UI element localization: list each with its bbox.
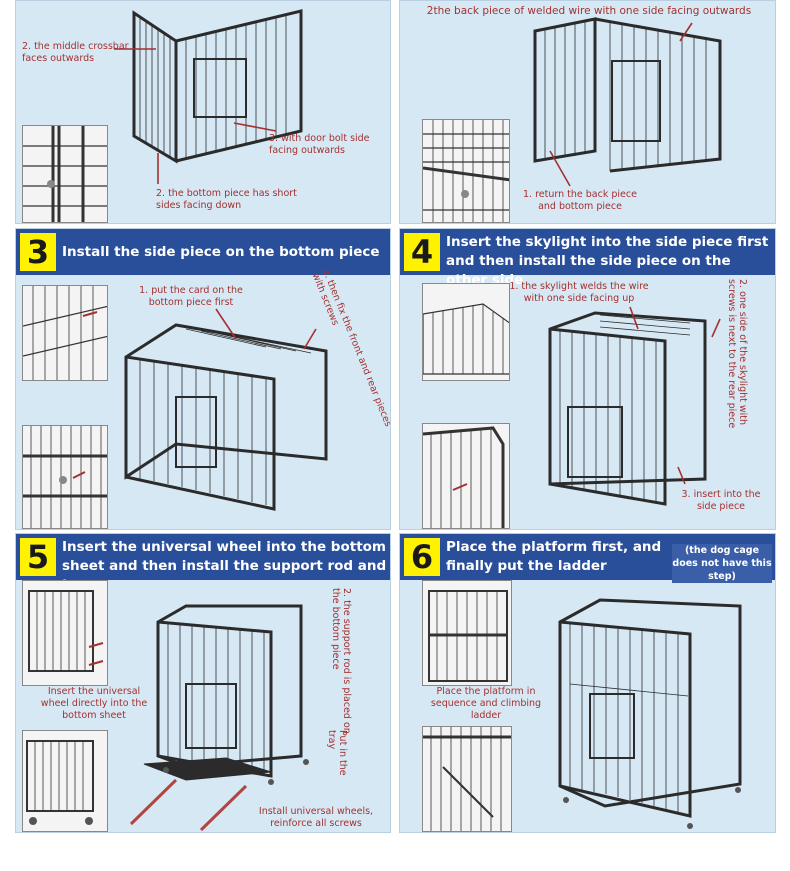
- step-4-number: 4: [404, 233, 440, 271]
- panel-2-heading: 2the back piece of welded wire with one …: [426, 5, 752, 17]
- note-install-wheels: Install universal wheels, reinforce all …: [258, 806, 374, 829]
- platform-ladder-illustration: [558, 598, 742, 829]
- step-4-title: Insert the skylight into the side piece …: [446, 234, 769, 288]
- wheel-tray-illustration: [129, 604, 309, 832]
- note-insert-wheel: Insert the universal wheel directly into…: [40, 686, 148, 721]
- detail-inset-hinge: [422, 119, 510, 223]
- detail-inset-side-insert: [422, 423, 510, 529]
- step-3-banner: [16, 229, 390, 275]
- step-3-title: Install the side piece on the bottom pie…: [62, 244, 380, 260]
- step-6-badge: (the dog cage does not have this step): [672, 544, 772, 583]
- note-bottom-piece: 2. the bottom piece has short sides faci…: [156, 188, 297, 211]
- note-middle-crossbar: 2. the middle crossbar faces outwards: [22, 41, 129, 64]
- step-5-banner: [16, 534, 390, 580]
- step-panel-6: 6 Place the platform first, and finally …: [399, 533, 776, 833]
- detail-inset-ladder: [422, 726, 512, 832]
- step-6-number: 6: [404, 538, 440, 576]
- step-panel-3: 3 Install the side piece on the bottom p…: [15, 228, 391, 530]
- skylight-illustration: [548, 306, 721, 506]
- step-panel-2: 2the back piece of welded wire with one …: [399, 0, 776, 224]
- step-5-title: Insert the universal wheel into the bott…: [62, 539, 387, 593]
- note-platform-ladder: Place the platform in sequence and climb…: [430, 686, 542, 721]
- note-insert-side: 3. insert into the side piece: [681, 489, 761, 512]
- note-skylight-screws: 2. one side of the skylight with screws …: [726, 279, 748, 429]
- detail-inset-wheel-bottom: [22, 730, 108, 832]
- note-put-tray: Put in the tray: [326, 730, 348, 776]
- detail-inset-wheel-top: [22, 580, 108, 686]
- detail-inset-crossbar: [22, 125, 108, 223]
- note-door-bolt: 3. with door bolt side facing outwards: [269, 133, 370, 156]
- step-3-number: 3: [20, 233, 56, 271]
- note-skylight-welds: 1. the skylight welds the wire with one …: [509, 281, 649, 304]
- back-piece-illustration: [533, 17, 722, 187]
- note-support-rod: 2. the support rod is placed on the bott…: [330, 588, 352, 734]
- step-panel-4: 4 Insert the skylight into the side piec…: [399, 228, 776, 530]
- note-return-back-piece: 1. return the back piece and bottom piec…: [523, 189, 637, 212]
- detail-inset-platform: [422, 580, 512, 686]
- step-4-banner: [400, 229, 775, 275]
- detail-inset-card: [22, 285, 108, 381]
- step-6-title: Place the platform first, and finally pu…: [446, 539, 662, 574]
- detail-inset-skylight: [422, 283, 510, 381]
- step-panel-1: 2. the middle crossbar faces outwards 3.…: [15, 0, 391, 224]
- step-panel-5: 5 Insert the universal wheel into the bo…: [15, 533, 391, 833]
- step-5-number: 5: [20, 538, 56, 576]
- side-piece-illustration: [124, 308, 328, 511]
- detail-inset-screw: [22, 425, 108, 529]
- note-put-card: 1. put the card on the bottom piece firs…: [139, 285, 243, 308]
- cage-door-illustration: [114, 9, 303, 184]
